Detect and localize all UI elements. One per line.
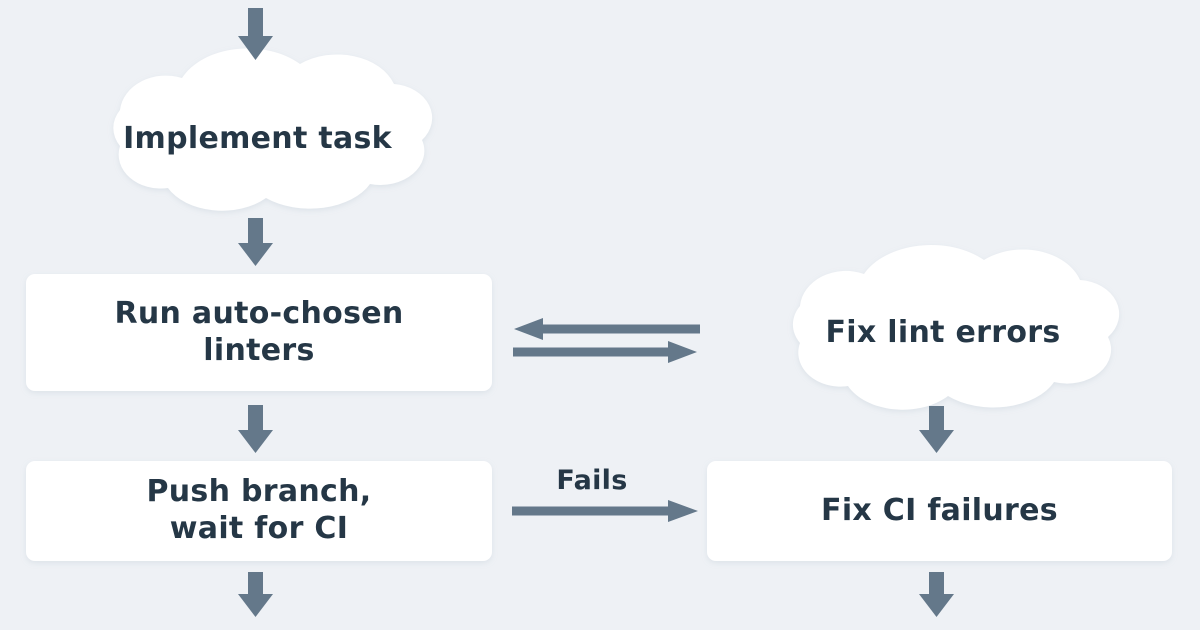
arrow-push-down: [238, 572, 273, 617]
arrow-lintfix-to-linters: [514, 318, 700, 340]
node-shape-fix-lint-errors[interactable]: [792, 245, 1120, 410]
node-shape-push-branch[interactable]: [26, 461, 492, 561]
node-shape-implement-task[interactable]: [113, 48, 433, 211]
arrow-lintfix-down: [919, 406, 954, 453]
arrow-cifix-down: [919, 572, 954, 617]
node-shape-fix-ci-failures[interactable]: [707, 461, 1172, 561]
edge-label-fails: Fails: [556, 465, 628, 496]
arrow-push-to-cifix: [512, 500, 698, 522]
arrow-implement-to-linters: [238, 218, 273, 266]
arrow-linters-to-lintfix: [513, 341, 697, 363]
arrow-linters-to-push: [238, 405, 273, 453]
node-shape-run-linters[interactable]: [26, 274, 492, 391]
arrow-into-implement-task: [238, 8, 273, 60]
